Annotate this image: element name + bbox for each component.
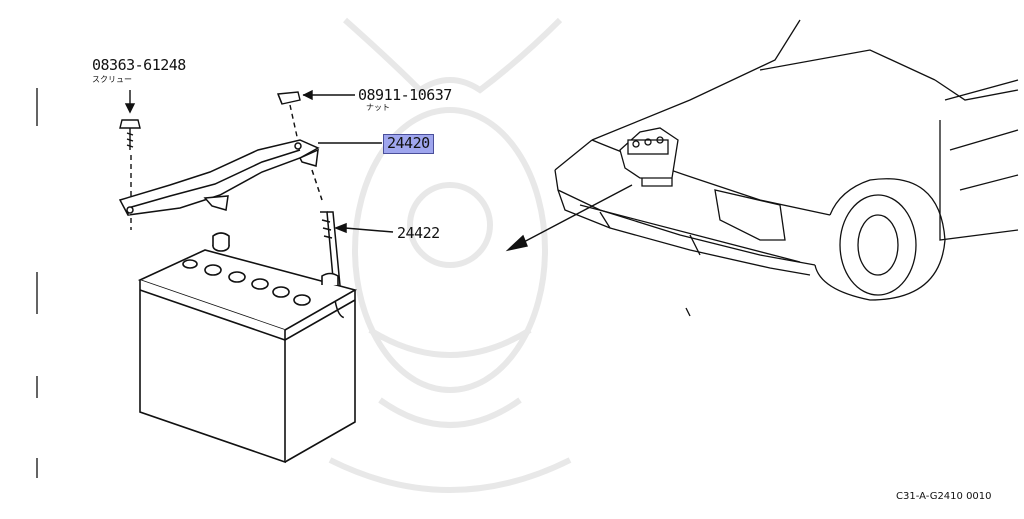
screw-part-number[interactable]: 08363-61248 xyxy=(92,56,186,74)
location-arrow xyxy=(505,184,633,252)
watermark-emblem xyxy=(328,17,572,493)
nut-icon xyxy=(277,89,355,151)
rod-part-number[interactable]: 24422 xyxy=(397,224,440,242)
bracket-part-number-highlighted[interactable]: 24420 xyxy=(383,134,434,154)
bracket-icon xyxy=(118,139,320,216)
nut-part-number[interactable]: 08911-10637 xyxy=(358,86,452,104)
car-icon xyxy=(554,19,1019,317)
battery-icon xyxy=(137,232,358,464)
screw-part-name: スクリュー xyxy=(92,75,132,84)
illustration-code: C31-A-G2410 0010 xyxy=(896,491,992,502)
nut-part-name: ナット xyxy=(366,103,390,112)
screw-icon xyxy=(119,90,141,230)
